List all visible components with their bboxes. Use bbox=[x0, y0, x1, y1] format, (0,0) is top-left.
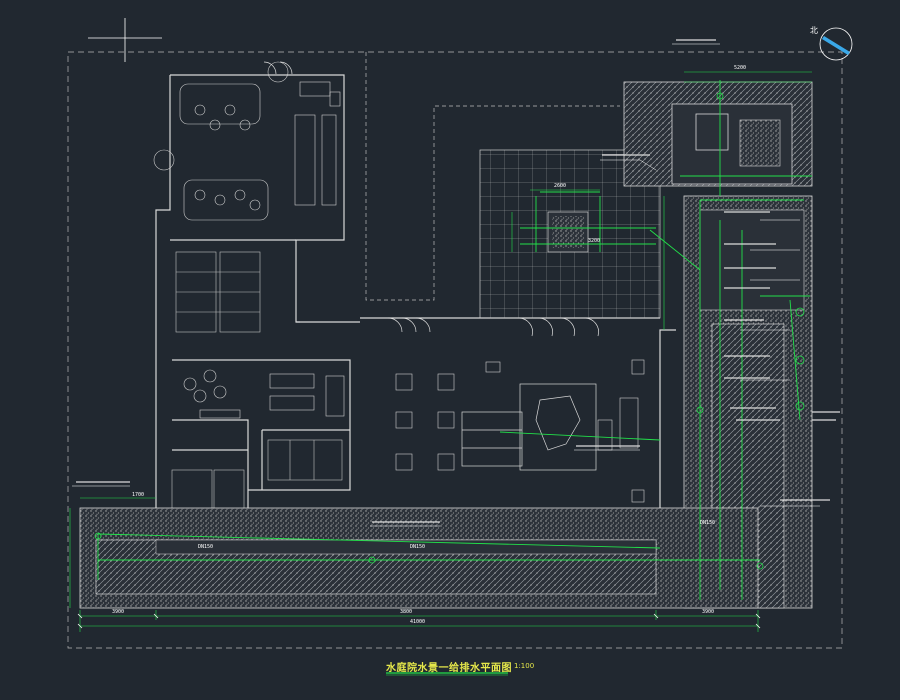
dimension-ticks bbox=[77, 613, 761, 629]
meeting-furniture bbox=[183, 369, 345, 419]
pipe-label-dn150-mid: DN150 bbox=[410, 544, 426, 550]
dim-middle-segment: 3800 bbox=[400, 609, 413, 615]
drawing-title-block: 水庭院水景一给排水平面图 bbox=[386, 659, 512, 676]
svg-text:北: 北 bbox=[810, 26, 818, 35]
stone-terrace bbox=[623, 81, 813, 187]
dim-center-grid-b: 3200 bbox=[588, 238, 601, 244]
dimension-lines bbox=[69, 71, 812, 632]
drawing-title: 水庭院水景一给排水平面图 bbox=[386, 663, 512, 674]
north-arrow-icon: 北 bbox=[810, 26, 853, 61]
dim-center-grid-a: 2600 bbox=[554, 183, 567, 189]
inner-partitions bbox=[171, 251, 343, 521]
cad-crosshair bbox=[88, 18, 162, 62]
tiled-plaza bbox=[479, 149, 661, 319]
core-stairs bbox=[461, 383, 597, 471]
bottom-water-channel bbox=[79, 507, 759, 609]
property-boundary bbox=[67, 51, 843, 649]
drainage-pipes bbox=[97, 80, 812, 600]
dim-right-segment: 3900 bbox=[702, 609, 715, 615]
dim-overall: 41000 bbox=[410, 619, 426, 625]
dim-bottom-sub: 1700 bbox=[132, 492, 145, 498]
pipe-fittings bbox=[94, 92, 805, 570]
dim-top-right: 5200 bbox=[734, 65, 747, 71]
pipe-label-dn150-right: DN150 bbox=[700, 520, 716, 526]
pipe-label-dn150-left: DN150 bbox=[198, 544, 214, 550]
dim-left-segment: 3900 bbox=[112, 609, 125, 615]
title-underline bbox=[386, 672, 508, 676]
annotation-leaders bbox=[72, 43, 820, 527]
lounge-furniture bbox=[153, 61, 341, 221]
courtyard-outline bbox=[365, 52, 620, 301]
drawing-scale: 1:100 bbox=[514, 662, 535, 670]
annotation-text-strokes bbox=[76, 39, 840, 523]
lobby-furniture bbox=[395, 359, 645, 521]
